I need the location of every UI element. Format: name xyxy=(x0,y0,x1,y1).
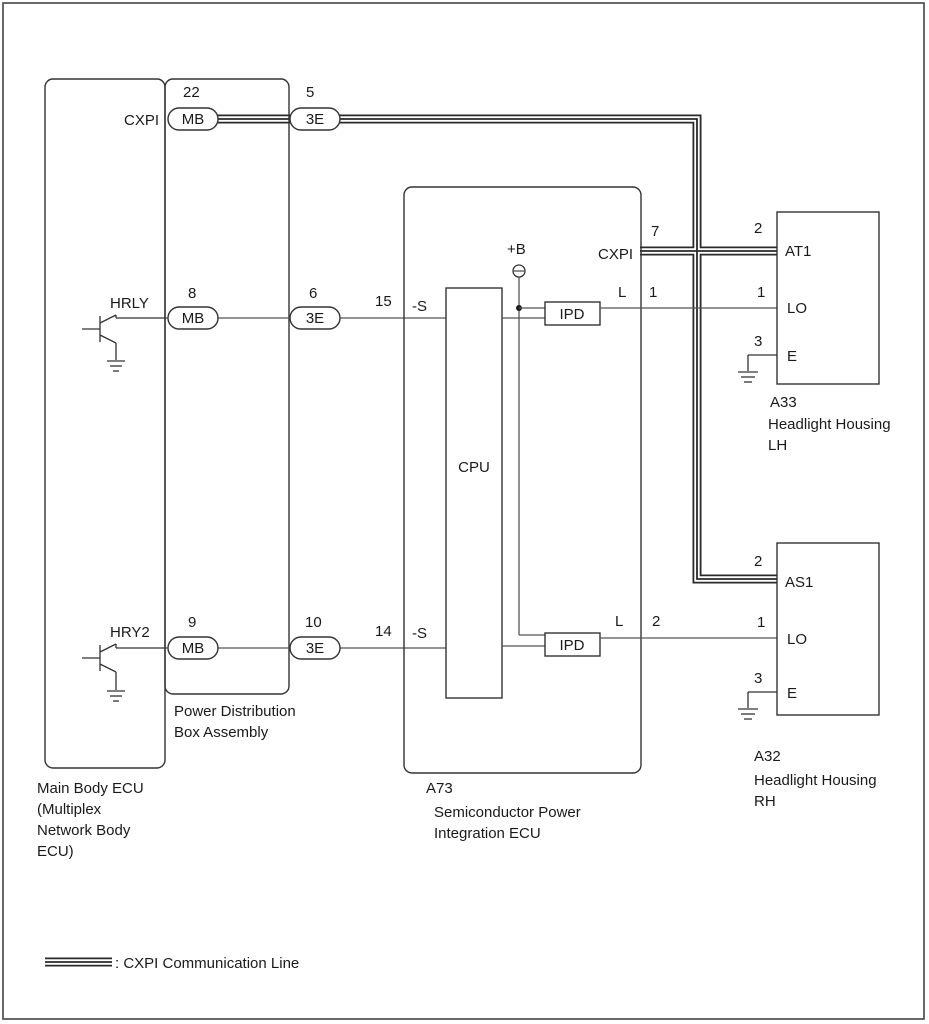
lh-at1-label: AT1 xyxy=(785,243,811,260)
connector-3e-hry2-label: 3E xyxy=(306,640,324,657)
a32-code: A32 xyxy=(754,748,781,765)
pin-3e-10: 10 xyxy=(305,614,322,631)
lh-pin-3: 3 xyxy=(754,333,762,350)
a73-name-line-1: Semiconductor Power xyxy=(434,804,581,821)
transistor-hry2-icon xyxy=(82,643,166,702)
a33-name-line-2: LH xyxy=(768,437,787,454)
cxpi-line xyxy=(209,114,777,584)
pin-15: 15 xyxy=(375,293,392,310)
main-ecu-name-line-1: Main Body ECU xyxy=(37,780,144,797)
pin-a73-1: 1 xyxy=(649,284,657,301)
legend-text: : CXPI Communication Line xyxy=(115,955,299,972)
rh-pin-2: 2 xyxy=(754,553,762,570)
cpu-label: CPU xyxy=(458,459,490,476)
ground-lh-icon xyxy=(738,354,777,383)
rh-pin-1: 1 xyxy=(757,614,765,631)
connector-3e-hrly xyxy=(289,306,341,330)
lh-e-label: E xyxy=(787,348,797,365)
a33-name-line-1: Headlight Housing xyxy=(768,416,891,433)
a32-name-line-2: RH xyxy=(754,793,776,810)
rh-pin-3: 3 xyxy=(754,670,762,687)
rh-as1-label: AS1 xyxy=(785,574,813,591)
l-label-lower: L xyxy=(615,613,623,630)
connector-mb-hrly xyxy=(167,306,219,330)
pin-14: 14 xyxy=(375,623,392,640)
plus-b-label: +B xyxy=(507,241,526,258)
ipd-upper-label: IPD xyxy=(559,306,584,323)
connector-mb-cxpi-label: MB xyxy=(182,111,205,128)
rh-e-label: E xyxy=(787,685,797,702)
connector-mb-hry2-label: MB xyxy=(182,640,205,657)
main-ecu-name-line-3: Network Body xyxy=(37,822,131,839)
l-label-upper: L xyxy=(618,284,626,301)
main-ecu-hry2-label: HRY2 xyxy=(110,624,150,641)
ipd-lower-label: IPD xyxy=(559,637,584,654)
a32-name-line-1: Headlight Housing xyxy=(754,772,877,789)
a73-name-line-2: Integration ECU xyxy=(434,825,541,842)
lh-pin-1: 1 xyxy=(757,284,765,301)
pin-mb-9: 9 xyxy=(188,614,196,631)
main-ecu-cxpi-label: CXPI xyxy=(124,112,159,129)
lh-lo-label: LO xyxy=(787,300,807,317)
main-ecu-name-line-2: (Multiplex xyxy=(37,801,102,818)
connector-mb-cxpi xyxy=(167,107,219,131)
s-label-upper: -S xyxy=(412,298,427,315)
pin-3e-6: 6 xyxy=(309,285,317,302)
s-label-lower: -S xyxy=(412,625,427,642)
cpu-block xyxy=(445,287,503,699)
transistor-hrly-icon xyxy=(82,314,166,372)
connector-3e-cxpi xyxy=(289,107,341,131)
ground-rh-icon xyxy=(738,691,777,720)
connector-3e-cxpi-label: 3E xyxy=(306,111,324,128)
a73-cxpi-label: CXPI xyxy=(598,246,633,263)
pin-mb-8: 8 xyxy=(188,285,196,302)
main-body-ecu-box xyxy=(44,78,166,769)
a73-code: A73 xyxy=(426,780,453,797)
ipd-lower xyxy=(544,632,601,657)
headlight-housing-lh-box xyxy=(776,211,880,385)
rh-lo-label: LO xyxy=(787,631,807,648)
connector-3e-hry2 xyxy=(289,636,341,660)
pin-a73-7: 7 xyxy=(651,223,659,240)
pin-a73-2: 2 xyxy=(652,613,660,630)
a33-code: A33 xyxy=(770,394,797,411)
pdb-name-line-2: Box Assembly xyxy=(174,724,269,741)
connector-mb-hrly-label: MB xyxy=(182,310,205,327)
pin-3e-5: 5 xyxy=(306,84,314,101)
main-ecu-name-line-4: ECU) xyxy=(37,843,74,860)
connector-mb-hry2 xyxy=(167,636,219,660)
lh-pin-2: 2 xyxy=(754,220,762,237)
ipd-upper xyxy=(544,301,601,326)
main-ecu-hrly-label: HRLY xyxy=(110,295,149,312)
pin-mb-22: 22 xyxy=(183,84,200,101)
connector-3e-hrly-label: 3E xyxy=(306,310,324,327)
pdb-name-line-1: Power Distribution xyxy=(174,703,296,720)
semiconductor-ecu-box xyxy=(403,186,642,774)
power-distribution-box xyxy=(164,78,290,695)
headlight-housing-rh-box xyxy=(776,542,880,716)
